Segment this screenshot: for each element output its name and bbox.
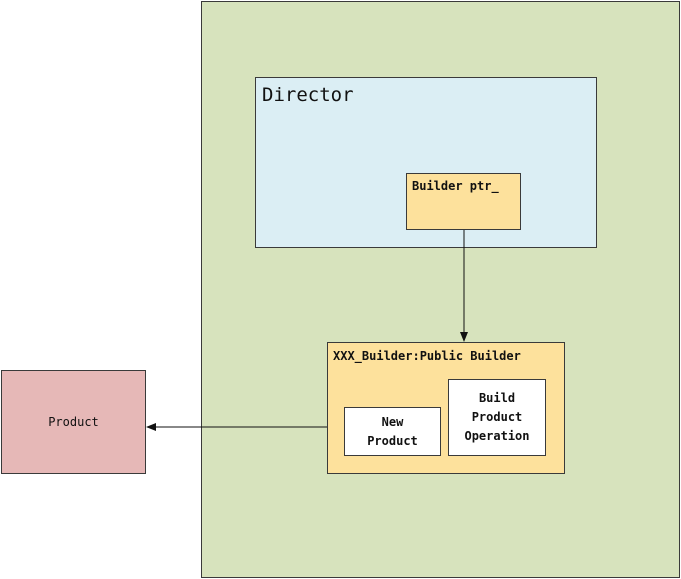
new-product-box: New Product: [344, 407, 441, 456]
product-box: Product: [1, 370, 146, 474]
new-product-label: New Product: [367, 414, 418, 448]
product-label: Product: [48, 415, 99, 429]
build-operation-label: Build Product Operation: [464, 391, 530, 443]
director-title: Director: [262, 84, 354, 106]
builder-ptr-box: Builder ptr_: [406, 173, 521, 230]
concrete-builder-label: XXX_Builder:Public Builder: [333, 349, 521, 363]
builder-ptr-label: Builder ptr_: [412, 179, 499, 193]
build-operation-box: Build Product Operation: [448, 379, 546, 456]
